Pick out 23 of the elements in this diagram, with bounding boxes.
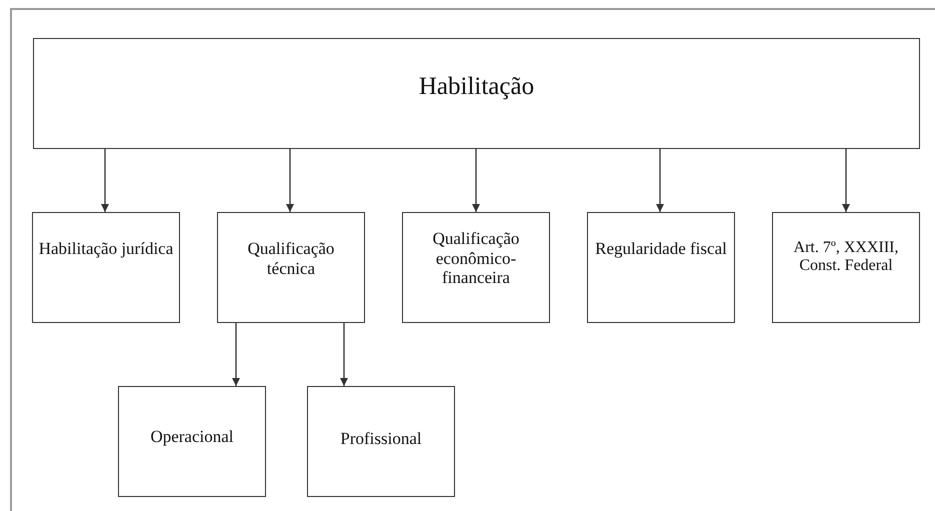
process-box	[217, 212, 365, 323]
arrow	[340, 323, 348, 386]
process-box	[402, 212, 550, 323]
arrow	[472, 149, 480, 212]
process-box	[307, 386, 455, 497]
arrow	[286, 149, 294, 212]
process-box	[772, 212, 920, 323]
process-box	[587, 212, 735, 323]
box-label: Habilitação jurídica	[38, 239, 174, 259]
process-box	[32, 212, 180, 323]
arrow	[842, 149, 850, 212]
box-label: Regularidade fiscal	[595, 239, 727, 259]
arrow	[232, 323, 240, 386]
box-label: Qualificação técnica	[246, 239, 336, 278]
box-label: Qualificação econômico-financeira	[432, 229, 520, 288]
box-label: Habilitação	[418, 73, 534, 102]
arrow	[101, 149, 109, 212]
process-box	[33, 38, 920, 149]
box-label: Profissional	[340, 429, 422, 449]
arrow	[656, 149, 664, 212]
process-box	[118, 386, 266, 497]
box-label: Art. 7º, XXXIII, Const. Federal	[792, 239, 900, 276]
box-label: Operacional	[150, 427, 234, 447]
